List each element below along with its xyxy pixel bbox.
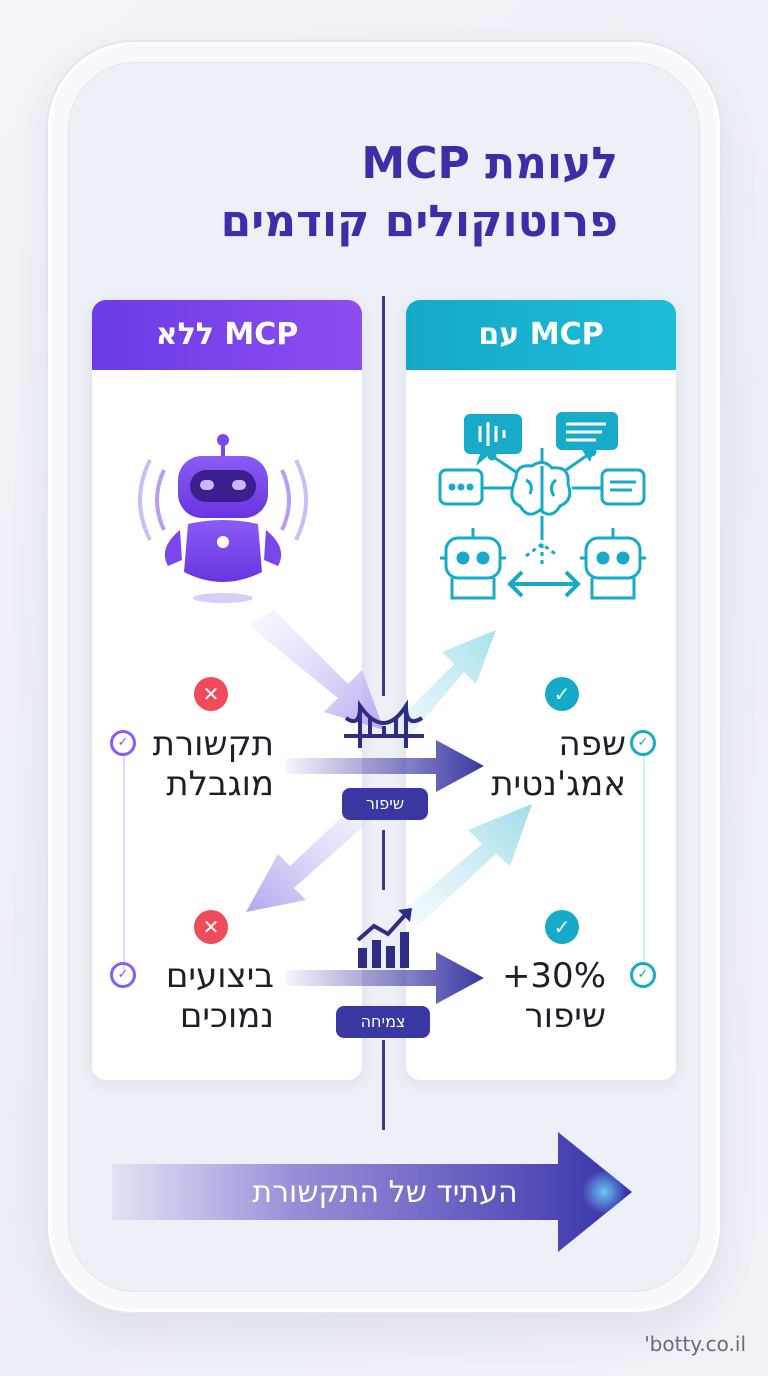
side-button [720, 412, 726, 522]
footer-credit: 'botty.co.il [644, 1332, 746, 1356]
flow-arrow-teal-up-2 [404, 804, 532, 926]
page-title-line2: פרוטוקולים קודמים [220, 196, 618, 247]
robot-icon [138, 434, 308, 603]
low-performance-label: ביצועים נמוכים [165, 956, 274, 1036]
card-header: ללא MCP [92, 300, 362, 370]
check-icon: ✓ [110, 962, 136, 988]
side-button [42, 312, 48, 352]
robot-network-icon [438, 412, 646, 600]
center-divider [382, 296, 385, 696]
bridge-icon [344, 699, 424, 748]
growth-chart-icon [356, 908, 412, 968]
check-icon: ✓ [545, 910, 579, 944]
center-divider [382, 1040, 385, 1130]
improvement-pill: שיפור [342, 788, 428, 820]
limited-communication-label: תקשורת מוגבלת [152, 724, 274, 804]
side-button [42, 486, 48, 566]
x-icon: ✕ [194, 677, 228, 711]
page-title-line1: MCP לעומת [361, 138, 618, 189]
agentic-language-label: שפה אמג'נטית [491, 724, 626, 804]
flow-arrow-teal-up [398, 630, 496, 736]
flow-arrow-right [286, 952, 484, 1004]
timeline-line [643, 756, 645, 972]
side-button [42, 392, 48, 472]
flow-arrow-purple-left [246, 800, 380, 912]
future-arrow [112, 1132, 632, 1252]
with-mcp-card: עם MCP [406, 300, 676, 1080]
card-header: עם MCP [406, 300, 676, 370]
growth-pill: צמיחה [336, 1006, 430, 1038]
check-icon: ✓ [545, 677, 579, 711]
flow-arrow-purple-down [250, 610, 384, 730]
center-divider [382, 830, 385, 890]
improvement-stat-label: +30% שיפור [501, 956, 606, 1036]
check-icon: ✓ [630, 962, 656, 988]
future-of-communication-text: העתיד של התקשורת [252, 1175, 518, 1210]
timeline-line [123, 756, 125, 972]
check-icon: ✓ [110, 730, 136, 756]
check-icon: ✓ [630, 730, 656, 756]
x-icon: ✕ [194, 910, 228, 944]
flow-arrow-right [286, 740, 484, 792]
